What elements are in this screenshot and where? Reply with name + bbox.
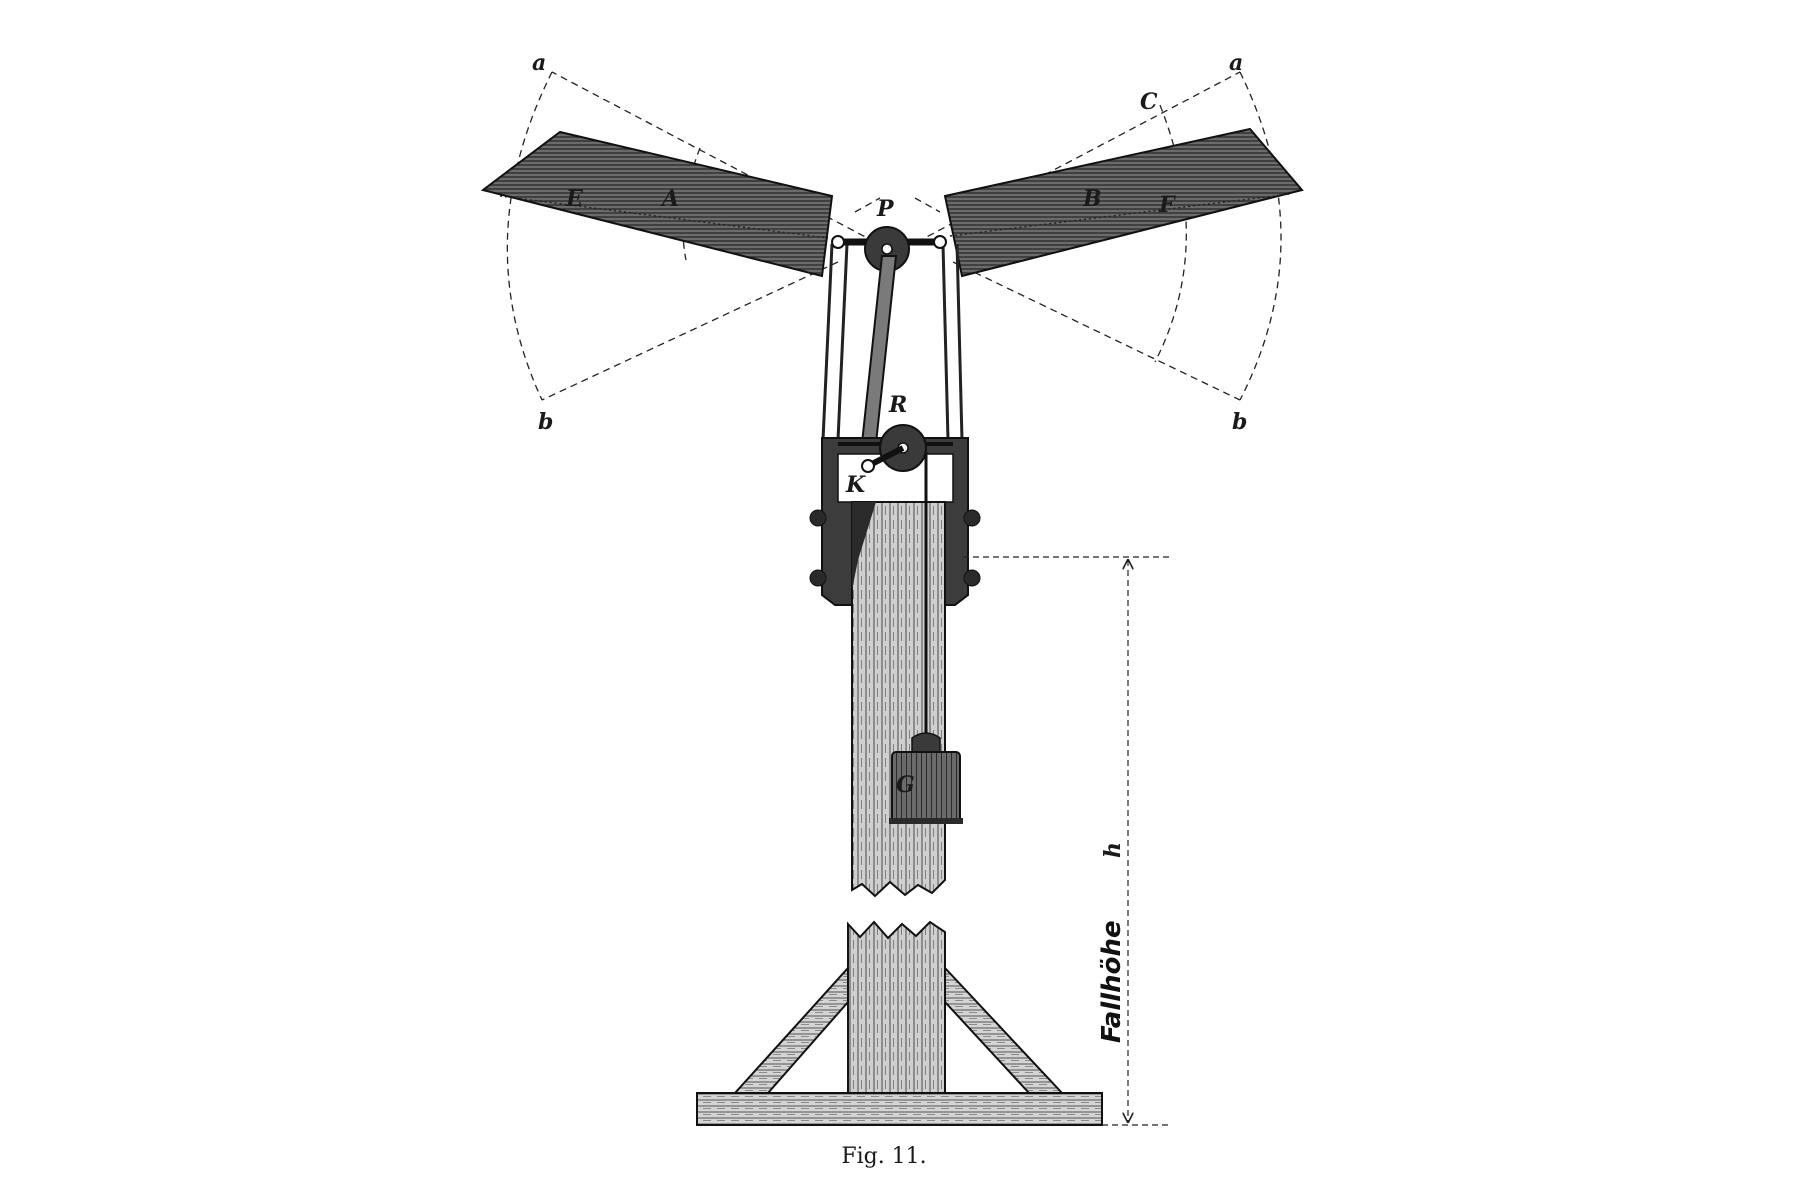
left-hinge xyxy=(831,235,845,249)
label-F: F xyxy=(1158,192,1176,218)
label-K: K xyxy=(845,472,866,498)
label-R: R xyxy=(888,392,907,418)
right-inner-swing-arc xyxy=(1154,104,1187,363)
post-upper xyxy=(851,501,946,898)
height-dimension: Fallhöhe h xyxy=(963,556,1172,1126)
label-b-left: b xyxy=(538,409,553,435)
label-P: P xyxy=(876,196,895,222)
fallhoehe-label: Fallhöhe xyxy=(1097,920,1127,1043)
label-C: C xyxy=(1140,89,1158,115)
crank-K xyxy=(861,445,905,473)
right-outer-swing-arc xyxy=(1239,71,1282,401)
figure-letter-labels: a a b b C E A P B F R K G xyxy=(532,50,1247,798)
right-wing xyxy=(943,127,1304,278)
label-B: B xyxy=(1082,186,1102,212)
pivot-dash-right xyxy=(914,197,941,213)
left-lower-swing-line xyxy=(541,261,839,401)
base-plank xyxy=(696,1092,1103,1126)
label-E: E xyxy=(565,186,584,212)
left-outer-swing-arc xyxy=(506,71,553,401)
height-symbol-h: h xyxy=(1100,842,1126,858)
label-G: G xyxy=(896,772,915,798)
pivot-dash-left xyxy=(854,197,881,213)
right-lower-swing-line xyxy=(952,261,1241,401)
label-A: A xyxy=(660,186,679,212)
post-lower xyxy=(847,920,946,1096)
left-wing xyxy=(480,130,834,278)
wing-frame-rods xyxy=(821,243,964,441)
label-a-left: a xyxy=(532,50,546,76)
label-b-right: b xyxy=(1232,409,1247,435)
weight-G xyxy=(889,732,963,824)
right-hinge xyxy=(933,235,947,249)
label-a-right: a xyxy=(1229,50,1243,76)
figure-caption: Fig. 11. xyxy=(841,1144,926,1169)
